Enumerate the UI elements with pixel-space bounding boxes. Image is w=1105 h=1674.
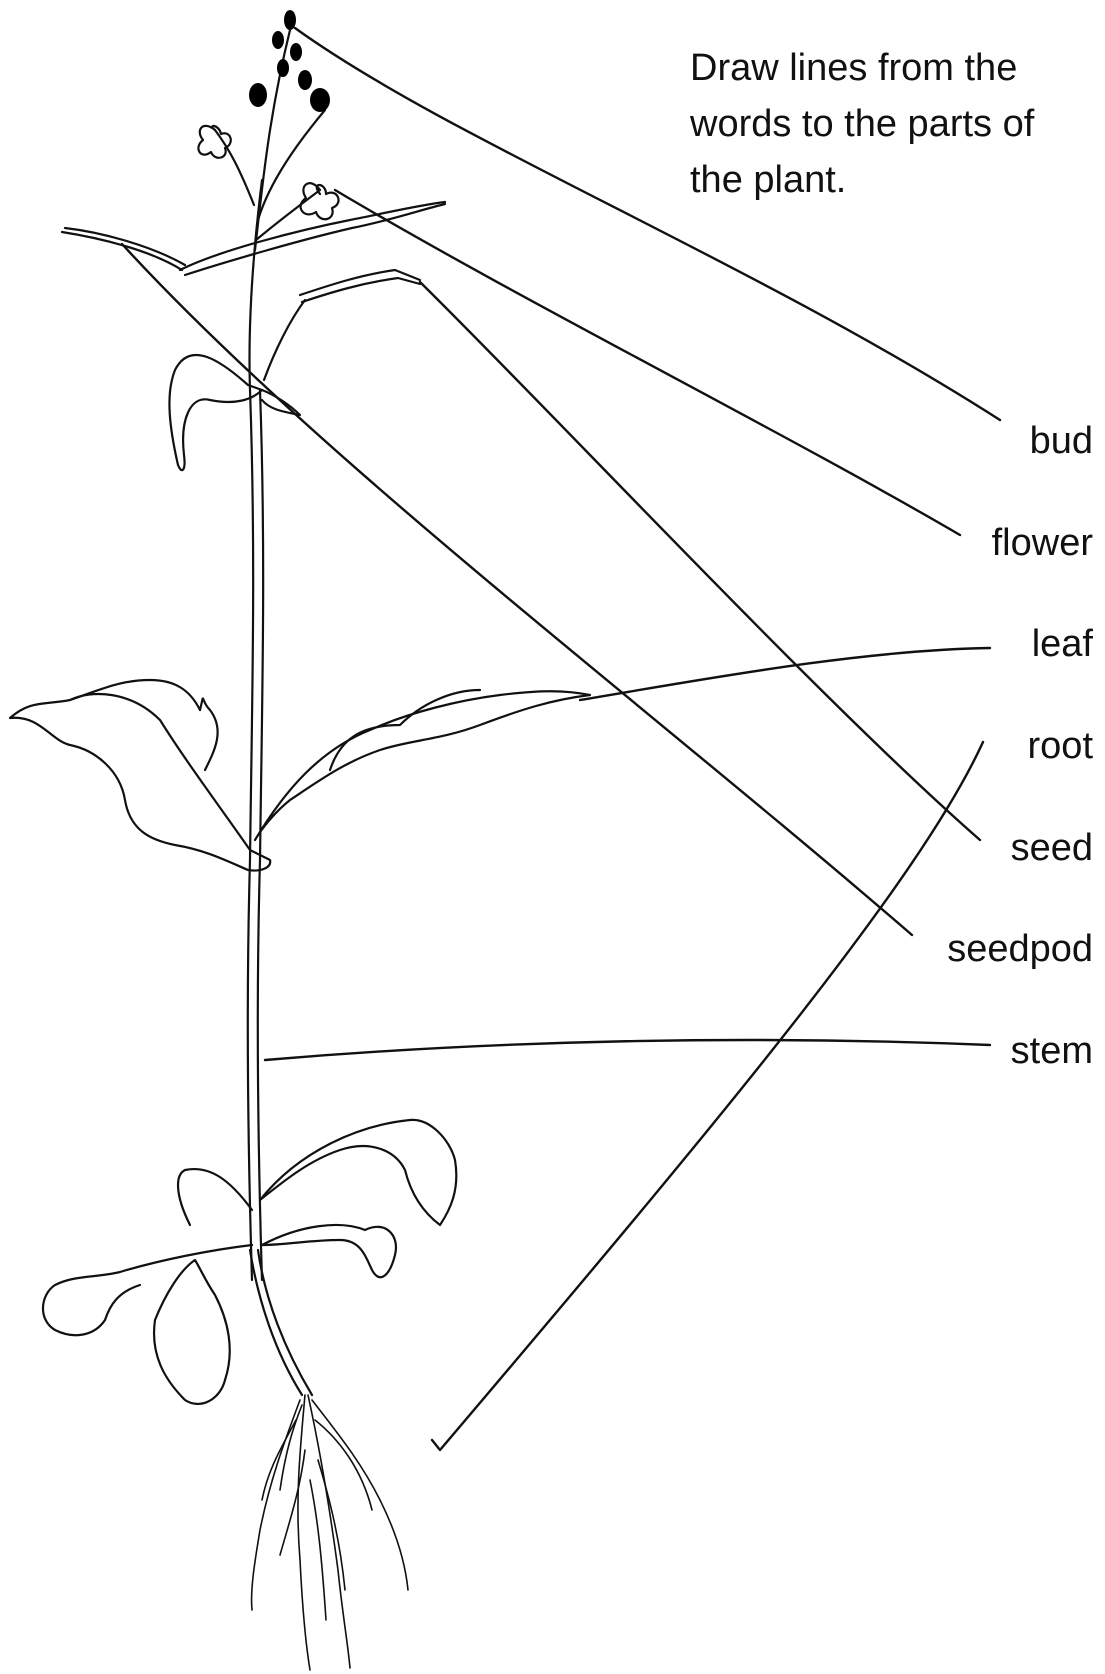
line-flower — [335, 190, 960, 535]
instructions-text: Draw lines from the words to the parts o… — [690, 40, 1090, 208]
plant-drawing — [10, 10, 590, 1670]
bud-cluster — [249, 10, 330, 112]
top-branch-2 — [258, 110, 325, 220]
answer-lines — [122, 28, 1000, 1450]
line-stem — [265, 1040, 990, 1060]
seedpod-mid — [300, 270, 420, 295]
word-bud: bud — [893, 420, 1093, 463]
word-stem: stem — [893, 1030, 1093, 1073]
lower-leaf-right — [260, 1120, 456, 1225]
word-leaf: leaf — [893, 623, 1093, 666]
word-flower: flower — [893, 522, 1093, 565]
middle-leaf-left-curl — [200, 698, 218, 770]
seedpod-upper-2 — [185, 204, 445, 275]
lower-flower-branch — [264, 300, 305, 380]
seedpod-mid-2 — [302, 278, 420, 302]
main-stem — [248, 180, 262, 1280]
word-seed: seed — [893, 827, 1093, 870]
line-seedpod — [122, 244, 912, 935]
lower-leaf-right-small — [262, 1225, 396, 1277]
flower-left — [198, 126, 230, 158]
lower-leaf-hanging — [154, 1260, 230, 1404]
middle-leaf-left — [10, 694, 270, 870]
lower-leaf-left-long — [43, 1245, 252, 1335]
lower-stem — [258, 1250, 312, 1395]
middle-leaf-right — [255, 691, 590, 840]
left-flower-branch — [215, 130, 254, 205]
word-seedpod: seedpod — [893, 928, 1093, 971]
seedpod-left-2 — [62, 232, 182, 270]
lower-leaf-left — [178, 1169, 252, 1225]
seedpod-upper — [180, 202, 445, 270]
word-root: root — [893, 725, 1093, 768]
upper-leaf — [169, 355, 262, 470]
roots — [252, 1395, 408, 1670]
